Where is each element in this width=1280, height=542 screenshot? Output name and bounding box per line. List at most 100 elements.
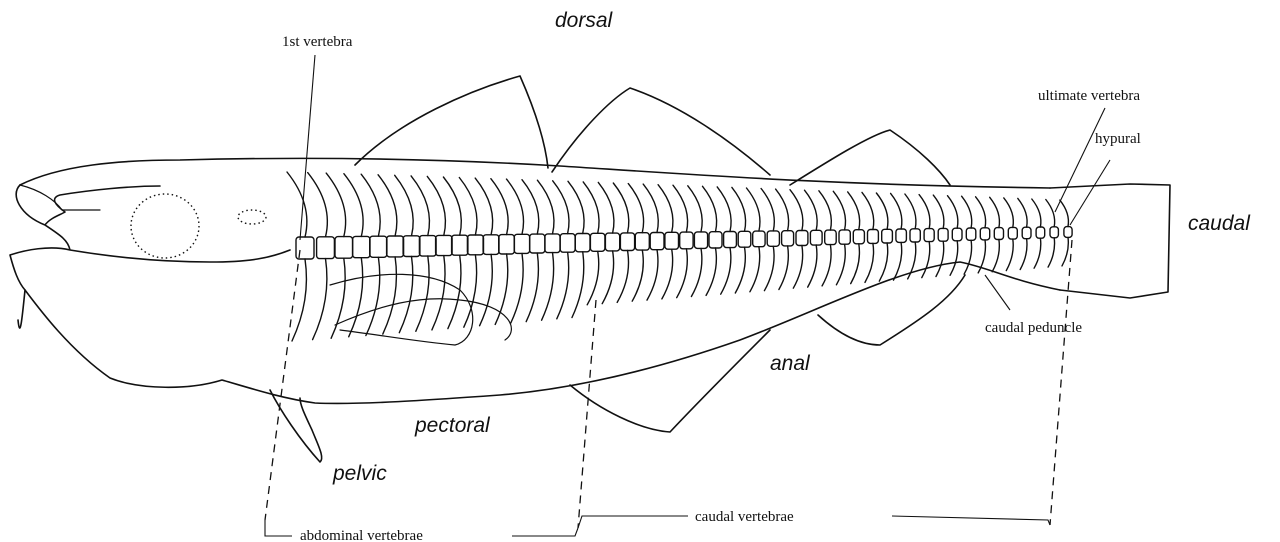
label-hypural: hypural	[1095, 131, 1141, 147]
neural-spine-6	[378, 175, 397, 236]
vertebra-25	[680, 232, 693, 249]
vertebra-19	[590, 233, 605, 251]
rib-25	[677, 249, 688, 298]
neural-spine-10	[443, 177, 461, 235]
neural-spine-25	[673, 185, 688, 232]
neural-spine-32	[776, 189, 789, 231]
rib-37	[851, 244, 860, 284]
neural-spine-26	[688, 186, 702, 232]
rib-21	[617, 251, 628, 303]
pelvic-fin-outline	[270, 390, 322, 462]
neural-spine-48	[1004, 198, 1014, 228]
rib-47	[992, 240, 999, 272]
rib-5	[366, 257, 380, 335]
neural-spine-35	[819, 191, 831, 230]
second-dorsal-fin	[552, 88, 770, 175]
vertebra-10	[452, 235, 468, 255]
caudal-end-guide	[1050, 240, 1072, 525]
neural-spine-34	[805, 190, 818, 230]
vertebra-5	[370, 236, 387, 257]
rib-43	[936, 241, 944, 276]
vertebra-41	[910, 229, 920, 242]
rib-13	[495, 254, 508, 325]
neural-spine-51	[1046, 200, 1055, 227]
rib-50	[1034, 238, 1041, 268]
rib-52	[1062, 237, 1068, 266]
label-pelvic: pelvic	[332, 462, 387, 485]
hypural-leader	[1070, 160, 1110, 225]
neural-spine-28	[717, 187, 731, 232]
label-caudal: caudal	[1188, 212, 1251, 235]
vertebra-38	[868, 230, 879, 244]
rib-51	[1048, 238, 1054, 267]
vertebra-11	[467, 235, 483, 255]
neural-spine-12	[475, 178, 492, 235]
vertebra-24	[665, 232, 679, 249]
rib-7	[399, 257, 413, 333]
vertebra-39	[882, 229, 893, 243]
ultimate-vertebra-leader	[1055, 108, 1105, 212]
neural-spine-40	[891, 193, 902, 229]
pectoral-fin-curve	[330, 274, 473, 345]
rib-20	[602, 251, 613, 304]
rib-35	[822, 245, 831, 286]
abdominal-start-guide	[265, 250, 300, 520]
rib-2	[313, 259, 327, 340]
vertebra-30	[753, 231, 765, 247]
neural-spine-24	[658, 185, 673, 233]
neural-spine-29	[732, 187, 746, 231]
neural-spine-8	[411, 176, 429, 236]
neural-spine-22	[628, 184, 643, 233]
neural-spine-43	[933, 195, 944, 228]
vertebra-8	[419, 236, 436, 257]
label-first-vertebra: 1st vertebra	[282, 34, 353, 50]
rib-48	[1006, 239, 1013, 271]
label-dorsal: dorsal	[555, 9, 614, 32]
rib-18	[572, 252, 584, 318]
label-ultimate-vertebra: ultimate vertebra	[1038, 88, 1140, 104]
rib-29	[735, 247, 745, 293]
vertebra-3	[335, 237, 353, 259]
neural-spine-3	[326, 173, 345, 237]
vertebra-37	[853, 230, 864, 244]
vertebra-17	[560, 234, 575, 253]
neural-spine-45	[962, 196, 972, 228]
label-abdominal-vertebrae: abdominal vertebrae	[300, 528, 423, 542]
eye-orbit	[131, 194, 199, 258]
neural-spine-21	[613, 183, 629, 233]
neural-spine-52	[1060, 200, 1069, 227]
caudal-peduncle-leader	[985, 275, 1010, 310]
vertebra-43	[938, 228, 948, 241]
rib-16	[542, 253, 554, 321]
rib-23	[647, 250, 658, 300]
neural-spine-5	[361, 174, 380, 236]
rib-40	[894, 243, 902, 281]
rib-22	[632, 250, 643, 301]
neural-spine-46	[976, 197, 986, 228]
neural-spine-30	[747, 188, 760, 231]
neural-spine-36	[833, 191, 845, 230]
vertebra-7	[403, 236, 420, 257]
anal-fin-rear	[818, 275, 965, 345]
neural-spine-23	[643, 184, 658, 232]
rib-15	[526, 253, 538, 322]
neural-spine-38	[862, 192, 874, 229]
rib-17	[557, 252, 569, 319]
rib-45	[964, 240, 971, 274]
rib-6	[383, 257, 397, 334]
rib-36	[836, 244, 845, 285]
rib-26	[691, 248, 701, 296]
first-vertebra-leader	[300, 55, 315, 240]
vertebra-48	[1008, 227, 1017, 239]
rib-28	[721, 248, 731, 295]
vertebra-50	[1036, 227, 1045, 238]
neural-spine-7	[395, 175, 413, 236]
vertebra-12	[483, 235, 499, 255]
vertebra-29	[738, 231, 751, 247]
neural-spine-27	[703, 186, 717, 231]
label-anal: anal	[770, 352, 811, 375]
rib-11	[464, 255, 477, 327]
nostril	[238, 210, 266, 224]
vertebra-26	[694, 232, 707, 249]
